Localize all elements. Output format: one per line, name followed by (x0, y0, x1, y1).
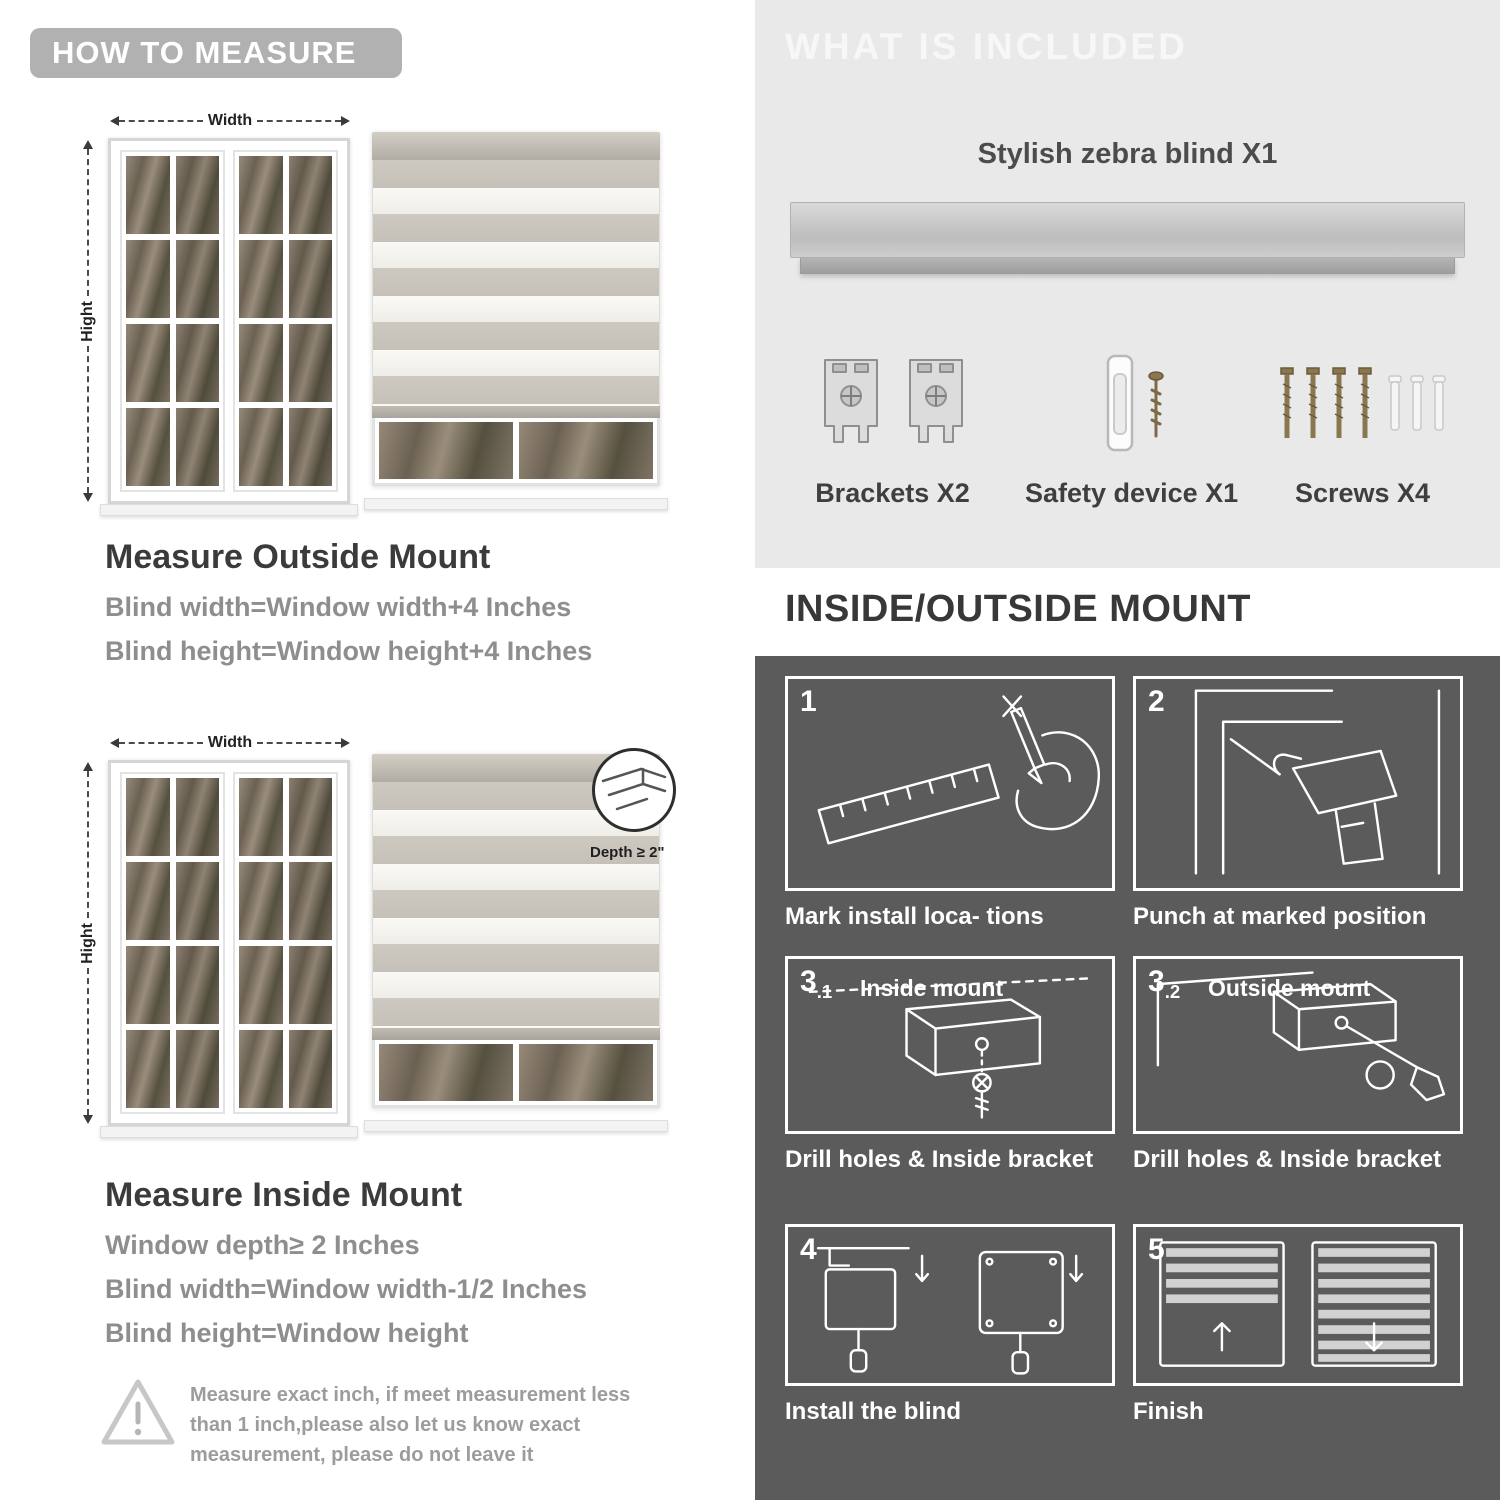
mount-header-band: INSIDE/OUTSIDE MOUNT (755, 568, 1500, 656)
what-is-included-title: WHAT IS INCLUDED (785, 26, 1188, 67)
step-panel-5: 5 (1133, 1224, 1463, 1386)
step-number: 3.2 (1148, 965, 1181, 1002)
step-panel-3-1: 3.1 Inside mount (785, 956, 1115, 1134)
inside-mount-line: Window depth≥ 2 Inches (105, 1230, 420, 1260)
height-label: Hight (79, 300, 96, 342)
measure-note: Measure exact inch, if meet measurement … (190, 1384, 631, 1466)
step-number: 2 (1148, 685, 1165, 718)
arrow-left-icon (110, 116, 119, 126)
inside-mount-line: Blind height=Window height (105, 1318, 469, 1348)
brackets-label: Brackets X2 (815, 478, 970, 508)
height-label: Hight (79, 922, 96, 964)
included-item-screws: Screws X4 (1260, 338, 1465, 509)
window-casement (233, 772, 338, 1114)
zebra-blind-label: Stylish zebra blind X1 (977, 138, 1278, 170)
included-item-safety-device: Safety device X1 (1025, 338, 1239, 509)
step-number: 3.1 (800, 965, 833, 1002)
step-caption: Mark install loca- tions (785, 903, 1044, 930)
step-number: 1 (800, 685, 817, 718)
height-arrow-outside: Hight (78, 140, 98, 502)
step-tag: Outside mount (1208, 975, 1371, 1001)
step-panel-3-2: 3.2 Outside mount (1133, 956, 1463, 1134)
mount-steps-section: 1 2 Mark install loca- tions Punch at (755, 656, 1500, 1500)
arrow-up-icon (83, 140, 93, 149)
blind-cassette (372, 132, 660, 160)
step-panel-4: 4 (785, 1224, 1115, 1386)
zebra-blind-illustration-outside (372, 132, 660, 486)
height-arrow-inside: Hight (78, 762, 98, 1124)
warning-triangle-icon (98, 1376, 178, 1450)
window-casement (233, 150, 338, 492)
step-caption: Finish (1133, 1398, 1204, 1425)
width-arrow-outside: Width (110, 112, 350, 130)
step-panel-2: 2 (1133, 676, 1463, 891)
arrow-left-icon (110, 738, 119, 748)
window-sill (364, 1120, 668, 1132)
screws-label: Screws X4 (1294, 478, 1431, 508)
finish-art-icon (1159, 1241, 1437, 1367)
width-label: Width (207, 112, 253, 129)
window-sill (364, 498, 668, 510)
blind-bottom-rail (372, 1028, 660, 1040)
inside-bracket-art-icon (808, 977, 1092, 1119)
drill-art-icon (1194, 689, 1441, 875)
step-number: 5 (1148, 1233, 1165, 1266)
inside-mount-line: Blind width=Window width-1/2 Inches (105, 1274, 588, 1304)
arrow-down-icon (83, 493, 93, 502)
window-illustration-inside (108, 760, 350, 1126)
safety-device-label: Safety device X1 (1025, 478, 1239, 508)
blind-bottom-rail (372, 406, 660, 418)
zebra-stripes (372, 160, 660, 406)
window-casement (120, 150, 225, 492)
mount-title: INSIDE/OUTSIDE MOUNT (785, 588, 1252, 630)
what-is-included-section: WHAT IS INCLUDED Stylish zebra blind X1 (755, 0, 1500, 568)
window-sill (100, 504, 358, 516)
step-panel-1: 1 (785, 676, 1115, 891)
how-to-measure-banner: HOW TO MEASURE (30, 28, 402, 78)
arrow-right-icon (341, 738, 350, 748)
step-caption: Drill holes & Inside bracket (1133, 1146, 1442, 1173)
arrow-down-icon (83, 1115, 93, 1124)
arrow-up-icon (83, 762, 93, 771)
brackets-icon (790, 338, 995, 460)
included-item-brackets: Brackets X2 (790, 338, 995, 509)
screws-icon (1260, 338, 1465, 460)
width-arrow-inside: Width (110, 734, 350, 752)
width-label: Width (207, 734, 253, 751)
window-peek (372, 1040, 660, 1108)
outside-mount-line: Blind width=Window width+4 Inches (105, 592, 572, 622)
window-sill (100, 1126, 358, 1138)
outside-mount-title: Measure Outside Mount (105, 538, 491, 576)
included-items-row: Brackets X2 Safety device X1 (790, 338, 1465, 509)
depth-detail-magnifier-icon (592, 748, 676, 832)
inside-mount-title: Measure Inside Mount (105, 1176, 463, 1214)
window-peek (372, 418, 660, 486)
outside-mount-line: Blind height=Window height+4 Inches (105, 636, 593, 666)
depth-label: Depth ≥ 2" (590, 844, 665, 861)
step-caption: Install the blind (785, 1398, 962, 1425)
step-number: 4 (800, 1233, 817, 1266)
arrow-right-icon (341, 116, 350, 126)
step-tag: Inside mount (860, 975, 1004, 1001)
install-blind-art-icon (816, 1246, 1084, 1375)
window-casement (120, 772, 225, 1114)
window-illustration-outside (108, 138, 350, 504)
outside-bracket-art-icon (1156, 971, 1446, 1102)
step-caption: Punch at marked position (1133, 903, 1427, 930)
safety-device-icon (1025, 338, 1230, 460)
how-to-measure-title: HOW TO MEASURE (52, 35, 357, 70)
zebra-blind-headrail-image (790, 202, 1465, 274)
step-caption: Drill holes & Inside bracket (785, 1146, 1094, 1173)
mark-locations-art-icon (817, 695, 1100, 845)
